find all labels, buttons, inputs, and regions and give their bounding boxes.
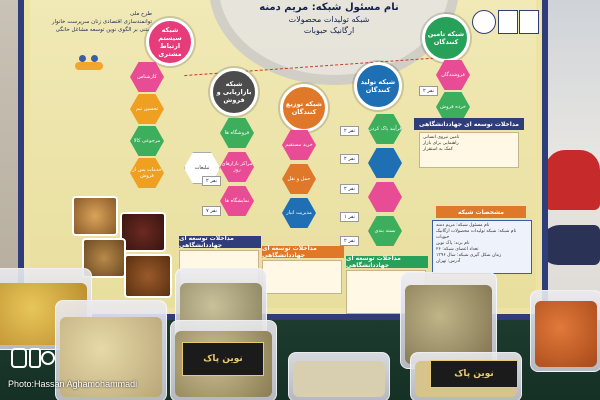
hex-pink-3-label: مرجوعی کالا [133,138,161,144]
poster-subtitle-line-2: ارگانیک حبوبات [303,26,355,35]
hex-supplier-1-label: فروشندگان [441,72,465,78]
photo-grains-1 [72,196,118,236]
plan-label-line-3: مبتنی بر الگوی نوین توسعه مشاغل خانگی [55,27,152,33]
spec-line-5: زمان شکل گیری شبکه: سال ۱۳۹۶ [436,253,502,258]
dev-header-3: مداخلات توسعه ای جهاددانشگاهی [262,245,344,259]
emblem-right [519,10,539,34]
bag-6-contents [405,285,492,364]
product-bag-8 [530,290,600,372]
hex-supplier-2-label: خرده فروش [440,104,466,110]
product-bag-2 [55,300,167,400]
poster: نام مسئول شبکه: مریم دمنه شبکه تولیدات م… [18,0,548,320]
hex-green-2: مراکز بازارهای روز [220,152,254,182]
poster-title: نام مسئول شبکه: مریم دمنه [259,2,399,13]
dev-panel-3 [262,260,342,294]
node-customer-relations-label: شبکه سیستم ارتباط مشتری [158,26,182,58]
dev-line-2: راهنمایی برای بازار [423,141,459,146]
hex-pink-1-label: کارشناس [137,74,157,80]
product-bag-5 [288,352,390,400]
count-box-4: ۲ نفر [340,184,359,194]
bag-2-contents [60,317,162,397]
dev-line-1: تامین نیروی انسانی [423,135,460,140]
hex-pink-4-label: خدمات پس از فروش [132,167,162,179]
bag-5-contents [293,361,385,397]
node-distributors-label: شبکه توزیع کنندگان [285,100,323,116]
node-suppliers-label: شبکه تامین کنندگان [427,30,465,46]
hex-green-2-label: مراکز بازارهای روز [221,161,253,173]
emblem-middle [498,10,518,34]
count-box-7: ۲ نفر [202,176,221,186]
count-box-1: ۲ نفر [419,86,438,96]
dev-line-3: کمک به استقرار [423,147,453,152]
brand-label-2: نوین پاک [430,360,518,388]
count-box-6: ۲ نفر [340,236,359,246]
dev-header-4: مداخلات توسعه ای جهاددانشگاهی [346,255,428,269]
count-box-5: ۱ نفر [340,212,359,222]
specs-header: مشخصات شبکه [436,206,526,218]
brand-label-1: نوین پاک [182,342,264,376]
emblem-left [472,10,496,34]
node-distributors: شبکه توزیع کنندگان [280,84,328,132]
count-box-8: ۷ نفر [202,206,221,216]
hex-orange-3-label: مدیریت انبار [286,210,312,216]
hex-pink-3: مرجوعی کالا [130,126,164,156]
spec-line-3: نام برند: پاک نوین [436,241,470,246]
node-suppliers: شبکه تامین کنندگان [422,14,470,62]
spec-line-1: نام مسئول شبکه: مریم دمنه [436,223,490,228]
hex-green-1: فروشگاه ها [220,118,254,148]
node-marketing-sales-label: شبکه بازاریابی و فروش [216,80,252,104]
poster-subtitle: شبکه تولیدات محصولات ارگانیک حبوبات [254,14,404,36]
hex-green-4-label: نمایشگاه ها [224,198,250,204]
node-producers-label: شبکه تولید کنندگان [360,78,396,94]
plan-label-line-1: طرح ملی [129,11,152,17]
node-customer-relations: شبکه سیستم ارتباط مشتری [146,18,194,66]
spec-line-4: تعداد اعضای شبکه: ۲۶ [436,247,479,252]
node-producers: شبکه تولید کنندگان [354,62,402,110]
count-box-3: ۲ نفر [340,154,359,164]
hex-green-3-label: تبلیغات [194,165,210,171]
spec-line-2: نام شبکه: شبکه تولیدات محصولات ارگانیک ح… [436,229,517,240]
poster-subtitle-line-1: شبکه تولیدات محصولات [288,15,370,24]
hex-pink-4: خدمات پس از فروش [130,158,164,188]
hex-green-4: نمایشگاه ها [220,186,254,216]
people-icon [69,52,109,78]
hex-blue-4-label: بسته بندی [374,228,396,234]
hex-pink-1: کارشناس [130,62,164,92]
hex-orange-1-label: خرید مستقیم [285,142,313,148]
bag-8-contents [535,301,597,367]
count-box-2: ۲ نفر [340,126,359,136]
red-chair [545,150,600,210]
dev-header-right: مداخلات توسعه ای جهاددانشگاهی [414,118,524,130]
photo-grains-2 [120,212,166,252]
shoe [540,225,600,265]
specs-panel: نام مسئول شبکه: مریم دمنه نام شبکه: شبکه… [432,220,532,274]
photo-credit: Photo:Hassan Aghamohammadi [8,379,138,389]
plan-label-line-2: توانمندسازی اقتصادی زنان سرپرست خانوار [51,19,152,25]
hex-green-1-label: فروشگاه ها [224,130,250,136]
spec-line-6: آدرس: تهران [436,259,461,264]
plan-label: طرح ملی توانمندسازی اقتصادی زنان سرپرست … [42,10,152,34]
hex-orange-2-label: حمل و نقل [287,176,311,182]
hex-blue-1-label: فرآیند پاک کردن [368,126,402,132]
node-marketing-sales: شبکه بازاریابی و فروش [210,68,258,116]
hex-pink-2: تحسین تیم [130,94,164,124]
dev-header-2: مداخلات توسعه ای جهاددانشگاهی [179,235,261,249]
agency-logo [11,348,55,368]
dev-panel-right: تامین نیروی انسانی راهنمایی برای بازار ک… [419,132,519,168]
hex-pink-2-label: تحسین تیم [135,106,159,112]
photo-grains-4 [124,254,172,298]
